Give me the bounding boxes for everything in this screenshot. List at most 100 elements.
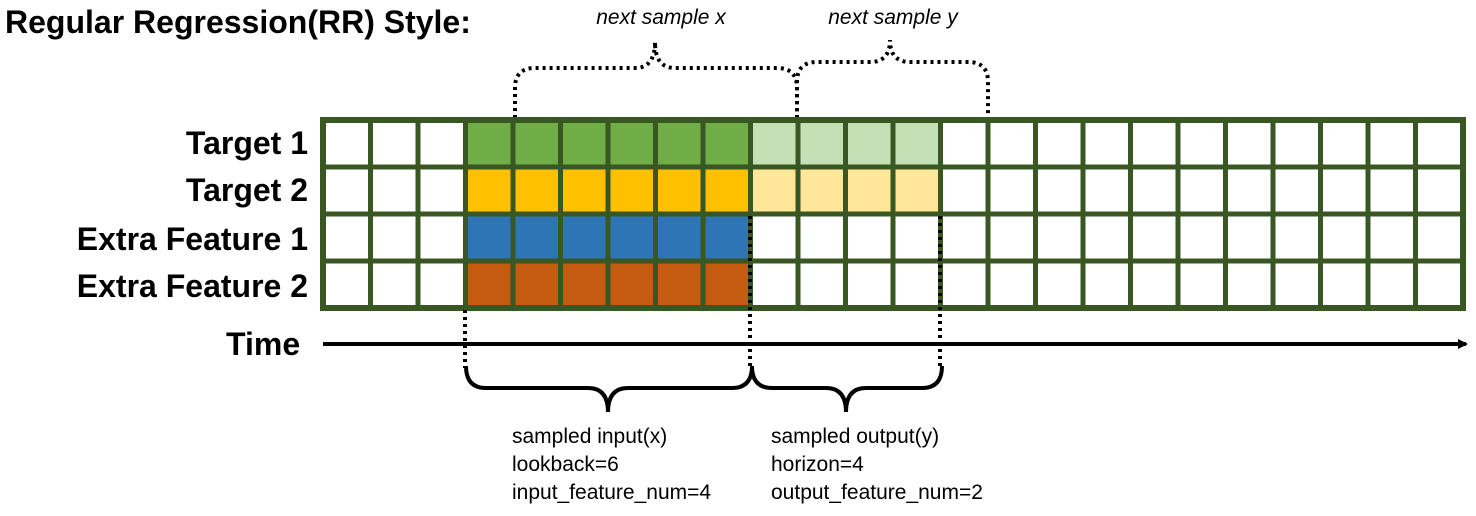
grid-cell-empty	[320, 117, 373, 170]
row-label-extra-feature-2: Extra Feature 2	[77, 268, 308, 304]
grid-cell-empty	[1413, 211, 1466, 264]
grid-cell-empty	[1033, 211, 1086, 264]
grid-cell-empty	[320, 258, 373, 311]
grid-cell-empty	[1318, 258, 1371, 311]
sampled-input-brace	[464, 365, 754, 413]
grid-cell-horizon	[795, 164, 848, 217]
grid-cell-empty	[1413, 117, 1466, 170]
next-sample-y-brace	[795, 39, 990, 118]
grid-cell-empty	[795, 211, 848, 264]
grid-cell-empty	[1128, 211, 1181, 264]
grid-cell-empty	[1033, 117, 1086, 170]
grid-cell-empty	[1175, 117, 1228, 170]
grid-cell-lookback	[653, 117, 706, 170]
grid-cell-lookback	[653, 211, 706, 264]
grid-cell-empty	[938, 164, 991, 217]
grid-cell-horizon	[890, 117, 943, 170]
grid-cell-lookback	[605, 211, 658, 264]
row-label-target-2: Target 2	[186, 172, 308, 208]
time-axis-label: Time	[226, 326, 300, 362]
grid-cell-empty	[1033, 258, 1086, 311]
next-sample-x-brace	[513, 41, 799, 118]
grid-cell-empty	[1318, 164, 1371, 217]
grid-cell-empty	[1365, 211, 1418, 264]
grid-cell-empty	[1033, 164, 1086, 217]
grid-cell-empty	[890, 258, 943, 311]
grid-cell-empty	[1365, 164, 1418, 217]
grid-cell-empty	[1080, 117, 1133, 170]
grid-cell-empty	[1413, 164, 1466, 217]
grid-cell-empty	[1318, 117, 1371, 170]
grid-cell-lookback	[605, 258, 658, 311]
grid-cell-empty	[415, 258, 468, 311]
grid-cell-lookback	[653, 164, 706, 217]
grid-cell-lookback	[510, 258, 563, 311]
grid-cell-empty	[938, 117, 991, 170]
grid-cell-lookback	[463, 211, 516, 264]
input-note-line-3: input_feature_num=4	[512, 481, 711, 504]
grid-cell-lookback	[463, 258, 516, 311]
grid-cell-horizon	[748, 164, 801, 217]
grid-cell-empty	[368, 164, 421, 217]
grid-cell-empty	[843, 258, 896, 311]
grid-cell-empty	[415, 211, 468, 264]
grid-cell-empty	[368, 258, 421, 311]
grid-cell-empty	[1270, 164, 1323, 217]
grid-cell-empty	[1080, 164, 1133, 217]
grid-cell-lookback	[558, 258, 611, 311]
grid-cell-empty	[1223, 164, 1276, 217]
grid-cell-horizon	[748, 117, 801, 170]
grid-cell-empty	[368, 117, 421, 170]
grid-cell-horizon	[890, 164, 943, 217]
grid-cell-empty	[795, 258, 848, 311]
next-sample-y-label: next sample y	[828, 6, 959, 29]
grid-cell-empty	[1365, 258, 1418, 311]
grid-cell-empty	[368, 211, 421, 264]
grid-outline	[320, 117, 1466, 311]
grid-cell-empty	[938, 211, 991, 264]
output-note-line-2: horizon=4	[771, 453, 864, 476]
next-sample-x-label: next sample x	[596, 6, 727, 29]
grid-cell-empty	[1175, 211, 1228, 264]
grid-cell-lookback	[558, 211, 611, 264]
output-note-line-3: output_feature_num=2	[771, 481, 983, 504]
grid-cell-empty	[1080, 211, 1133, 264]
grid-cell-empty	[938, 258, 991, 311]
grid-cell-lookback	[463, 164, 516, 217]
grid-cell-lookback	[463, 117, 516, 170]
grid-cell-empty	[985, 117, 1038, 170]
grid-cell-empty	[748, 258, 801, 311]
grid-cell-empty	[1270, 258, 1323, 311]
grid-cell-empty	[985, 164, 1038, 217]
grid-cell-lookback	[605, 164, 658, 217]
grid-cell-empty	[1128, 258, 1181, 311]
grid-cell-empty	[1365, 117, 1418, 170]
grid-cell-empty	[1080, 258, 1133, 311]
input-note-line-2: lookback=6	[512, 453, 619, 476]
grid-cell-empty	[1270, 211, 1323, 264]
grid-cell-lookback	[510, 164, 563, 217]
grid-cell-empty	[985, 211, 1038, 264]
grid-cell-lookback	[558, 164, 611, 217]
grid-cell-empty	[748, 211, 801, 264]
grid-cell-empty	[1223, 211, 1276, 264]
grid-cell-lookback	[700, 164, 753, 217]
sampled-output-brace	[750, 365, 944, 413]
grid-cell-empty	[890, 211, 943, 264]
input-note-line-1: sampled input(x)	[512, 425, 667, 448]
grid-cell-empty	[843, 211, 896, 264]
grid-cell-empty	[320, 211, 373, 264]
grid-cell-empty	[1175, 258, 1228, 311]
grid-cell-empty	[415, 117, 468, 170]
diagram-title: Regular Regression(RR) Style:	[5, 4, 471, 40]
row-label-extra-feature-1: Extra Feature 1	[77, 221, 308, 257]
grid-cell-lookback	[510, 211, 563, 264]
grid-cell-empty	[1413, 258, 1466, 311]
grid-cell-horizon	[795, 117, 848, 170]
grid-cell-lookback	[605, 117, 658, 170]
grid-cell-empty	[1128, 117, 1181, 170]
grid-cell-empty	[1270, 117, 1323, 170]
grid-cell-empty	[1318, 211, 1371, 264]
grid-cell-lookback	[700, 211, 753, 264]
